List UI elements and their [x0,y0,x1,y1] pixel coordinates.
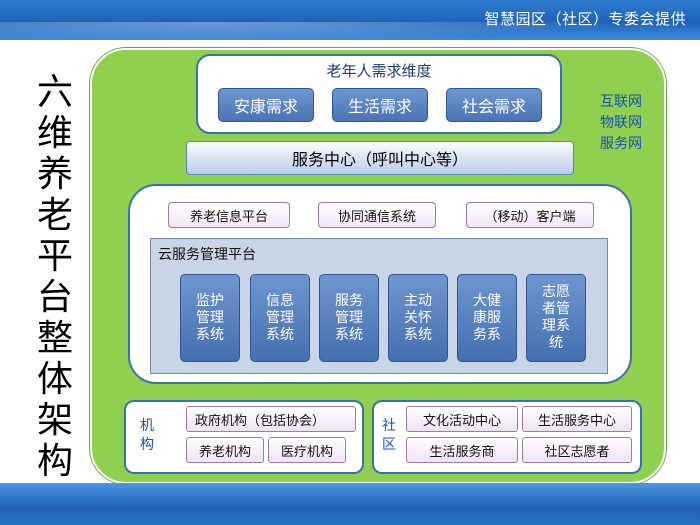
community-label: 社区 [382,418,396,453]
header-wave-decoration [0,22,700,44]
platform-chip-client: （移动）客户端 [466,202,594,228]
footer-bar [0,483,700,525]
system-chip-service: 服务管理系统 [319,274,379,362]
service-center-bar: 服务中心（呼叫中心等） [186,141,574,175]
need-chip-health: 安康需求 [218,88,314,122]
header-bar: 智慧园区（社区）专委会提供 [0,0,700,44]
vertical-title-char: 养 [36,154,73,195]
institutions-label: 机构 [140,418,154,453]
system-chip-volunteer: 志愿者管理系统 [526,274,586,362]
vertical-title-char: 六 [36,72,73,113]
cloud-platform-title: 云服务管理平台 [158,247,256,263]
community-chip-provider: 生活服务商 [406,437,518,463]
network-label-internet: 互联网 [600,94,642,110]
vertical-title-char: 整 [36,318,73,359]
system-chip-monitoring: 监护管理系统 [180,274,240,362]
vertical-title: 六 维 养 老 平 台 整 体 架 构 [30,72,80,482]
system-chip-label: 信息管理系统 [266,292,294,343]
community-chip-culture: 文化活动中心 [406,406,518,432]
header-provider-text: 智慧园区（社区）专委会提供 [484,10,686,28]
system-chip-health: 大健康服务系 [457,274,517,362]
vertical-title-char: 架 [36,400,73,441]
need-chip-social: 社会需求 [446,88,542,122]
system-chip-information: 信息管理系统 [250,274,310,362]
system-chip-label: 主动关怀系统 [404,292,432,343]
org-chip-elderly-care: 养老机构 [186,437,264,463]
needs-title: 老年人需求维度 [326,62,432,80]
network-label-iot: 物联网 [600,115,642,131]
vertical-title-char: 维 [36,113,73,154]
vertical-title-char: 构 [36,441,73,482]
platform-chip-info: 养老信息平台 [168,202,290,228]
platform-chip-comm: 协同通信系统 [318,202,436,228]
network-label-service-net: 服务网 [600,136,642,152]
system-chip-label: 志愿者管理系统 [542,284,570,351]
needs-box: 老年人需求维度 安康需求 生活需求 社会需求 [196,54,562,134]
system-chip-label: 服务管理系统 [335,292,363,343]
community-chip-life-center: 生活服务中心 [522,406,632,432]
network-labels: 互联网 物联网 服务网 [600,92,642,155]
vertical-title-char: 平 [36,236,73,277]
vertical-title-char: 老 [36,195,73,236]
org-chip-government: 政府机构（包括协会） [186,406,356,432]
system-chip-label: 大健康服务系 [473,292,501,343]
system-chip-label: 监护管理系统 [196,292,224,343]
system-chip-care: 主动关怀系统 [388,274,448,362]
vertical-title-char: 台 [36,277,73,318]
vertical-title-char: 体 [36,359,73,400]
need-chip-living: 生活需求 [332,88,428,122]
community-chip-volunteer: 社区志愿者 [522,437,632,463]
org-chip-medical: 医疗机构 [268,437,346,463]
